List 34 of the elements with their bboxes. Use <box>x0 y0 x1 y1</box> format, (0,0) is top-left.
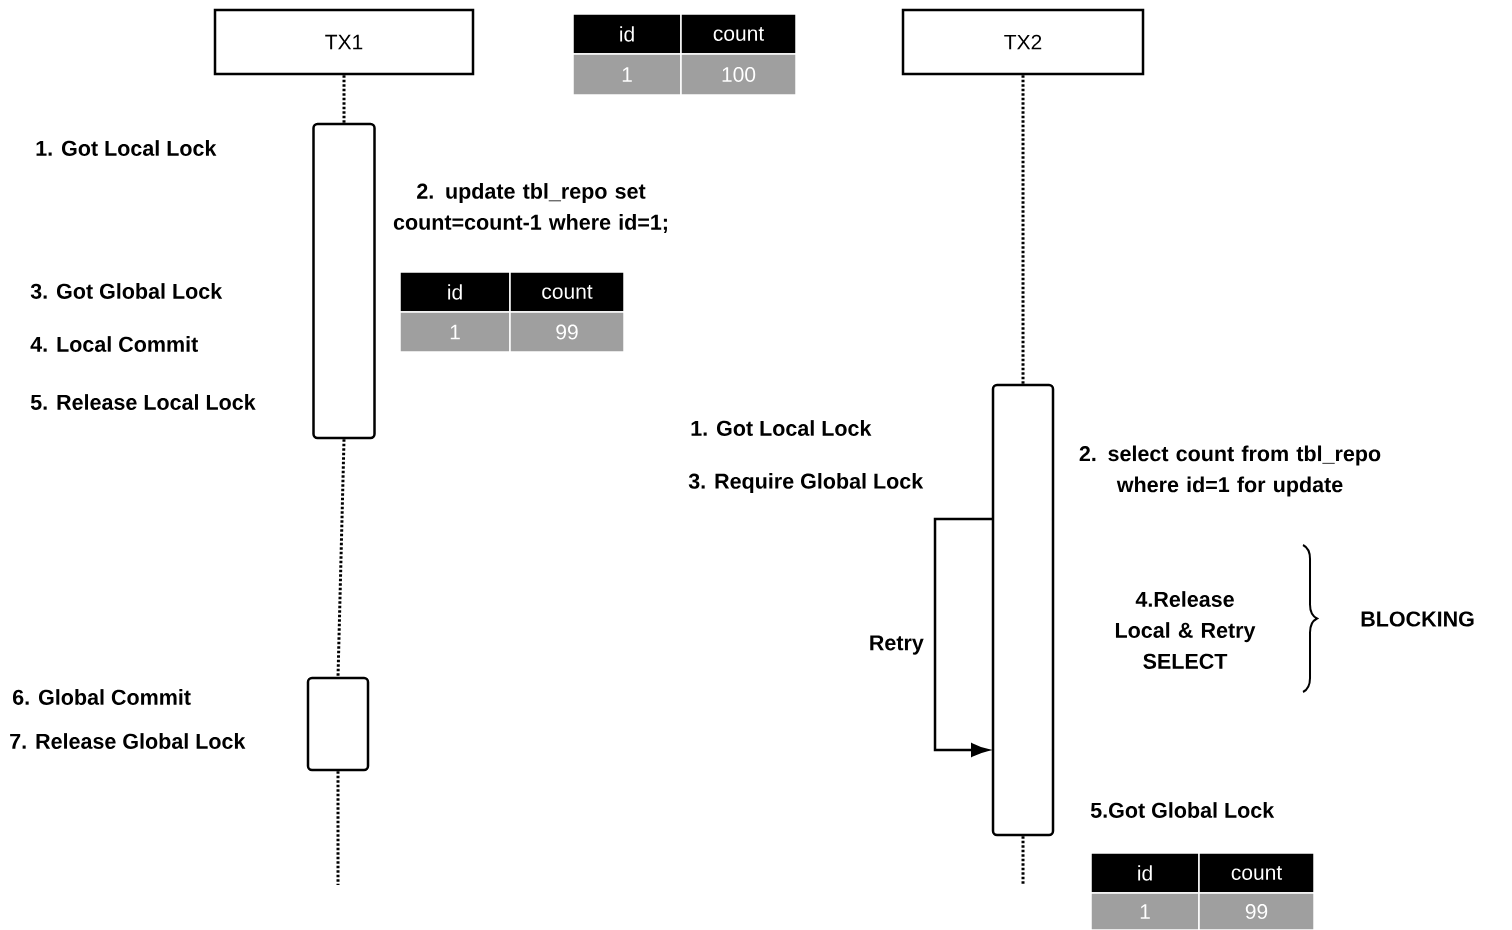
lifeline <box>336 771 340 885</box>
table-header-cell: count <box>680 13 797 55</box>
table-cell: 99 <box>509 311 625 353</box>
lifeline <box>336 439 346 677</box>
lifeline-header-box: TX2 <box>901 8 1145 76</box>
lifeline <box>1021 75 1025 384</box>
table-header-cell: id <box>1090 852 1200 894</box>
activation-bar <box>306 676 370 772</box>
table-header-cell: id <box>399 271 511 313</box>
activation-bar <box>312 122 376 440</box>
retry-arrow <box>933 517 993 757</box>
lifeline-header-box: TX1 <box>213 8 475 76</box>
table-cell: 1 <box>1090 892 1200 930</box>
step-label: 4.Release Local & Retry SELECT <box>1115 591 1256 669</box>
step-label: 3. Require Global Lock <box>688 473 924 494</box>
lifeline <box>1021 836 1025 885</box>
table-cell: 1 <box>572 53 682 96</box>
step-label: BLOCKING <box>1361 611 1474 627</box>
lifeline <box>342 75 346 123</box>
step-label: 1. Got Local Lock <box>36 140 217 156</box>
activation-bar <box>991 383 1055 837</box>
table-header-cell: count <box>509 271 625 313</box>
step-label: 6. Global Commit <box>13 689 191 705</box>
step-label: 4. Local Commit <box>30 336 198 352</box>
table-cell: 1 <box>399 311 511 353</box>
table-header-cell: id <box>572 13 682 55</box>
edge-label: Retry <box>867 634 925 656</box>
table-header-cell: count <box>1198 852 1315 894</box>
step-label: 3. Got Global Lock <box>30 283 223 299</box>
step-label: 1. Got Local Lock <box>691 420 872 436</box>
step-label: 5. Release Local Lock <box>30 394 256 410</box>
table-cell: 100 <box>680 53 797 96</box>
table-cell: 99 <box>1198 892 1315 930</box>
step-label: 5.Got Global Lock <box>1090 802 1275 818</box>
